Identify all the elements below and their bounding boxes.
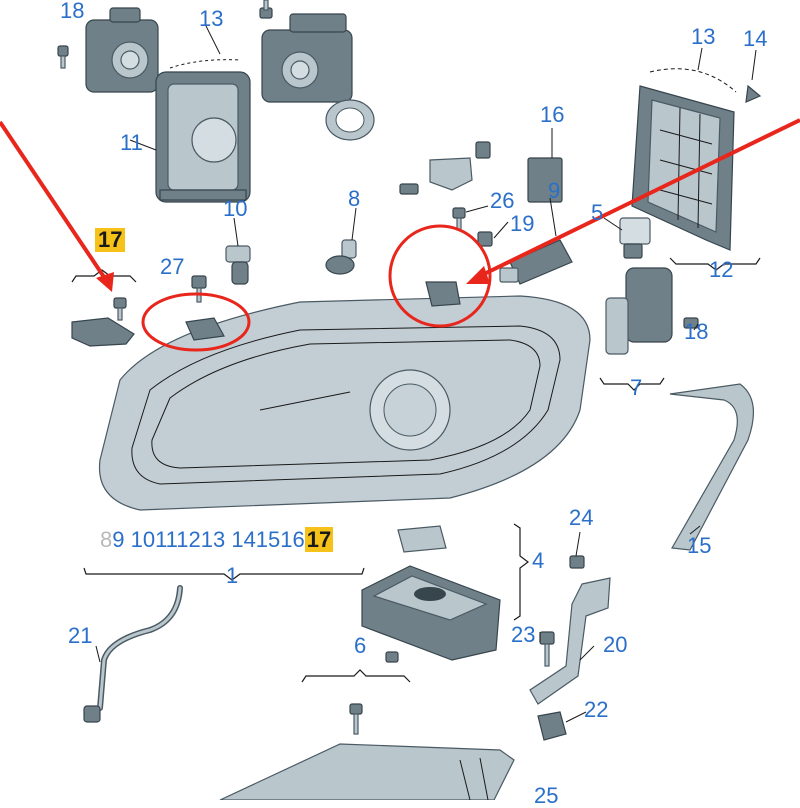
- brace-7: [599, 377, 665, 391]
- callout-22: 22: [584, 697, 609, 722]
- screw-bottom: [349, 703, 363, 735]
- sequence-main: 9 10111213 141516: [112, 527, 305, 552]
- callout-17-highlight: 17: [95, 228, 126, 252]
- callout-9: 9: [548, 178, 561, 203]
- callout-18-right: 18: [684, 319, 709, 344]
- seal-ring-bottom: [397, 525, 447, 553]
- seal-ring-top: [325, 99, 375, 141]
- clip-14: [745, 84, 762, 103]
- callout-24: 24: [569, 505, 594, 530]
- callout-27: 27: [160, 254, 185, 279]
- seal-wire-13: [649, 68, 737, 93]
- ballast-unit-left: [85, 7, 159, 93]
- control-unit-6: [361, 565, 501, 661]
- callout-4: 4: [532, 548, 545, 573]
- bulb-10: [225, 245, 251, 285]
- red-marker-circle-left: [141, 292, 251, 352]
- connector-5: [619, 217, 651, 259]
- screw-23: [539, 631, 555, 667]
- callout-16: 16: [540, 102, 565, 127]
- bulb-8: [325, 239, 357, 275]
- trim-strip-15: [669, 383, 754, 551]
- part-number-sequence: 89 10111213 14151617: [100, 527, 334, 553]
- connector-22: [537, 711, 567, 741]
- main-headlamp-assembly: [98, 295, 591, 511]
- callout-6: 6: [354, 633, 367, 658]
- module-7: [605, 267, 673, 355]
- callout-23: 23: [511, 622, 536, 647]
- sequence-dim: 8: [100, 527, 113, 552]
- callout-12: 12: [709, 257, 734, 282]
- callout-13-top: 13: [199, 6, 224, 31]
- brace-4: [513, 523, 529, 621]
- callout-19: 19: [510, 211, 535, 236]
- screw-18-right: [683, 317, 699, 329]
- callout-1: 1: [226, 563, 239, 588]
- lug-highlighted-right: [425, 281, 461, 307]
- screw-top-center: [259, 0, 273, 19]
- screw-24: [569, 555, 585, 569]
- red-marker-arrow-left: [0, 120, 114, 292]
- bracket-26: [399, 141, 491, 195]
- screw-6: [385, 651, 399, 663]
- callout-8: 8: [348, 186, 361, 211]
- bracket-17-left: [71, 297, 135, 347]
- plug-16: [527, 157, 563, 203]
- callout-26: 26: [490, 188, 515, 213]
- bottom-cover-25: [219, 743, 515, 800]
- callout-13-right: 13: [691, 24, 716, 49]
- brace-17-top: [71, 269, 137, 283]
- bracket-20: [529, 577, 611, 705]
- screw-27: [191, 275, 207, 303]
- callout-10: 10: [223, 196, 248, 221]
- callout-25: 25: [534, 783, 559, 808]
- leader-lines: [95, 25, 757, 723]
- sequence-highlight: 17: [304, 527, 334, 552]
- red-marker-circle-right: [388, 224, 492, 328]
- callout-11: 11: [120, 130, 143, 155]
- retaining-clip-top: [169, 59, 241, 69]
- brace-12: [669, 257, 761, 271]
- callout-15: 15: [687, 533, 712, 558]
- callout-18-top-left: 18: [60, 0, 85, 23]
- callout-21: 21: [68, 623, 93, 648]
- red-marker-arrow-right: [466, 118, 800, 284]
- headlamp-module-housing: [155, 71, 251, 203]
- screw-top-left: [57, 45, 69, 69]
- brace-1: [83, 567, 365, 581]
- cable-21: [83, 585, 183, 723]
- callout-5: 5: [591, 200, 604, 225]
- callout-14: 14: [743, 26, 768, 51]
- brace-6: [301, 669, 411, 683]
- connector-19: [477, 231, 493, 247]
- callout-20: 20: [603, 632, 628, 657]
- lug-on-housing: [185, 317, 225, 341]
- back-cover-12: [631, 85, 735, 251]
- callout-7: 7: [630, 375, 643, 400]
- ballast-unit-right: [261, 13, 353, 103]
